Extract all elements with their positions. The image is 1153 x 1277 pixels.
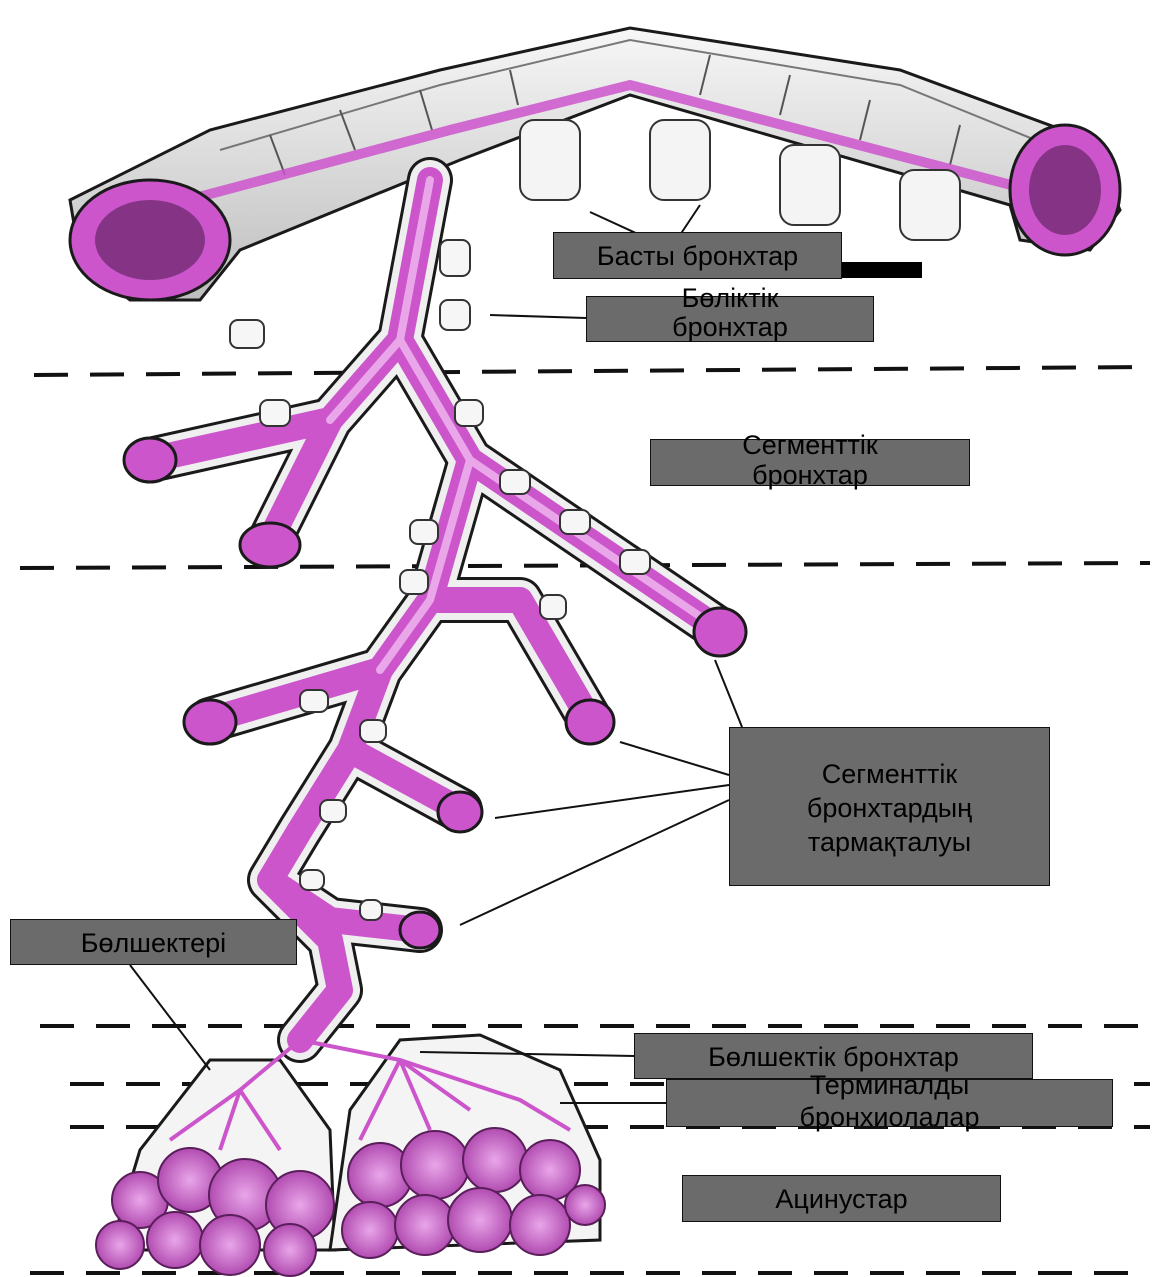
label-segmental-branching: Сегменттік бронхтардың тармақталуы	[729, 727, 1050, 886]
label-terminal-bronchioles-text: Терминалды бронхиолалар	[667, 1069, 1112, 1133]
lobules	[96, 1035, 605, 1276]
divider-1	[34, 367, 1150, 375]
label-lobar-bronchi-text: Бөліктік бронхтар	[587, 284, 873, 342]
label-segmental-bronchi-text: Сегменттік бронхтар	[651, 430, 969, 490]
label-lobules: Бөлшектері	[10, 919, 297, 965]
label-lobar-bronchi: Бөліктік бронхтар	[586, 296, 874, 342]
label-segmental-bronchi: Сегменттік бронхтар	[650, 439, 970, 486]
label-terminal-bronchioles: Терминалды бронхиолалар	[666, 1079, 1113, 1127]
label-acini: Ацинустар	[682, 1175, 1001, 1222]
label-main-bronchi: Басты бронхтар	[553, 232, 842, 279]
